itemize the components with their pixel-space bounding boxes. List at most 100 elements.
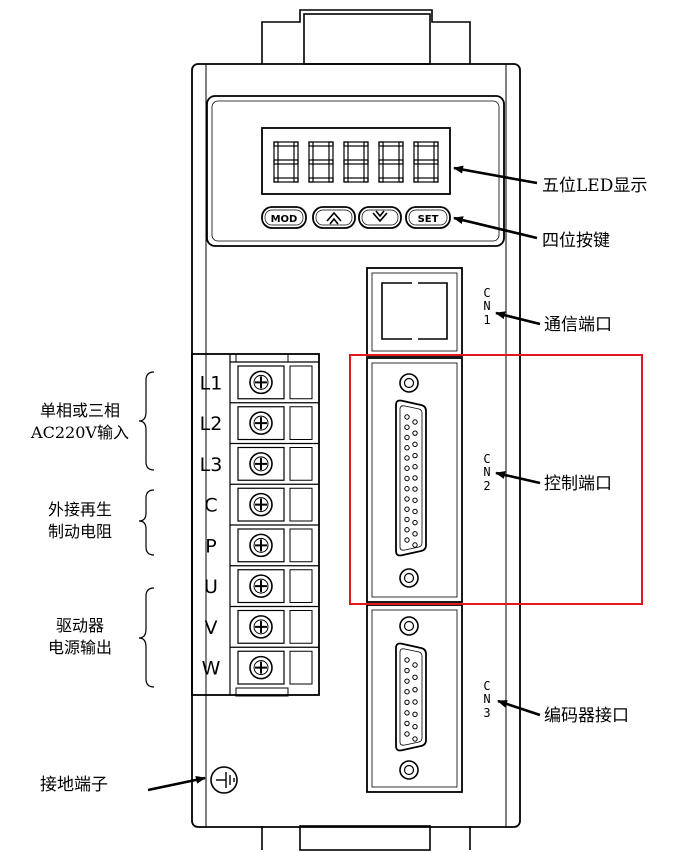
cn2-control-port[interactable] bbox=[366, 357, 463, 603]
terminal-label: L1 bbox=[200, 372, 223, 394]
terminal-label: L3 bbox=[200, 454, 223, 476]
connector-pin bbox=[404, 434, 410, 441]
comm-port-label: 通信端口 bbox=[544, 315, 612, 335]
up-key[interactable] bbox=[312, 206, 356, 229]
cn3-label: C N 3 bbox=[483, 679, 490, 720]
encoder-port-arrow bbox=[497, 699, 541, 717]
ground-terminal-label: 接地端子 bbox=[40, 775, 108, 795]
brake-group-label-line2: 制动电阻 bbox=[48, 522, 112, 541]
screw-icon bbox=[249, 655, 273, 680]
connector-pin bbox=[412, 519, 418, 526]
screw-icon bbox=[249, 574, 273, 598]
output-group-label-line2: 电源输出 bbox=[48, 638, 112, 657]
four-keys-arrow bbox=[453, 216, 538, 240]
terminal-l3[interactable]: L3 bbox=[200, 442, 319, 481]
cn1-comm-port[interactable] bbox=[366, 267, 463, 357]
svg-text:N: N bbox=[483, 692, 490, 706]
led-display-label: 五位LED显示 bbox=[542, 176, 647, 196]
terminal-c[interactable]: C bbox=[204, 483, 319, 522]
connector-pin bbox=[404, 720, 410, 727]
screw-icon bbox=[249, 411, 273, 435]
connector-pin bbox=[412, 736, 418, 742]
down-key[interactable] bbox=[358, 206, 402, 229]
connector-pin bbox=[412, 686, 418, 693]
terminal-l1[interactable]: L1 bbox=[200, 361, 319, 400]
connector-pin bbox=[404, 486, 410, 492]
led-digit bbox=[343, 141, 369, 183]
connector-pin bbox=[404, 731, 410, 737]
comm-port-arrow bbox=[495, 311, 541, 326]
set-key[interactable]: SET bbox=[405, 206, 451, 229]
screw-icon bbox=[249, 452, 273, 476]
led-digits bbox=[273, 141, 439, 183]
svg-text:C: C bbox=[483, 679, 490, 693]
control-port-label: 控制端口 bbox=[544, 474, 612, 494]
annotation-arrows bbox=[147, 165, 541, 792]
connector-pin bbox=[404, 455, 410, 461]
connector-pin bbox=[404, 445, 410, 451]
svg-text:2: 2 bbox=[483, 479, 490, 493]
connector-pin bbox=[412, 464, 418, 470]
terminal-w[interactable]: W bbox=[202, 646, 319, 685]
input-group-label-line1: 单相或三相 bbox=[40, 401, 120, 420]
terminal-u[interactable]: U bbox=[204, 565, 319, 604]
terminal-label: V bbox=[205, 617, 218, 639]
encoder-port-label: 编码器接口 bbox=[544, 706, 629, 726]
connector-pin bbox=[404, 414, 410, 420]
display-panel bbox=[206, 95, 505, 247]
mod-key-label: MOD bbox=[271, 214, 298, 225]
connector-pin bbox=[412, 430, 418, 436]
connector-pin bbox=[404, 667, 410, 674]
connector-pin bbox=[404, 537, 410, 543]
svg-text:N: N bbox=[483, 299, 490, 313]
connector-pin bbox=[412, 475, 418, 481]
keypad: MOD SET bbox=[261, 206, 451, 229]
brake-group-label-line1: 外接再生 bbox=[48, 500, 112, 519]
group-braces bbox=[138, 371, 155, 688]
cn2-pins bbox=[404, 414, 418, 548]
screw-icon bbox=[249, 533, 273, 558]
connector-pin bbox=[412, 699, 418, 705]
control-port-highlight-box bbox=[349, 354, 643, 605]
output-group-label-line1: 驱动器 bbox=[56, 616, 104, 635]
svg-text:3: 3 bbox=[483, 706, 490, 720]
cn1-label: C N 1 bbox=[483, 286, 490, 327]
svg-text:N: N bbox=[483, 465, 490, 479]
screw-icon bbox=[249, 615, 273, 639]
ground-terminal[interactable] bbox=[210, 766, 238, 794]
terminal-label: P bbox=[205, 535, 216, 557]
connector-pin bbox=[412, 711, 418, 718]
down-arrow-icon bbox=[372, 210, 388, 223]
connector-pin bbox=[404, 506, 410, 512]
mod-key[interactable]: MOD bbox=[261, 206, 307, 229]
led-digit bbox=[308, 141, 334, 183]
bottom-mounting-tab bbox=[261, 825, 471, 851]
ground-terminal-arrow bbox=[147, 775, 206, 792]
connector-pin bbox=[404, 527, 410, 533]
terminal-v[interactable]: V bbox=[205, 605, 320, 644]
connector-pin bbox=[404, 657, 410, 663]
connector-pin bbox=[404, 699, 410, 705]
cn3-encoder-port[interactable] bbox=[366, 604, 463, 793]
connector-pin bbox=[412, 542, 418, 548]
cn2-label: C N 2 bbox=[483, 452, 490, 493]
set-key-label: SET bbox=[418, 214, 439, 225]
connector-pin bbox=[412, 723, 418, 730]
led-display-window bbox=[261, 127, 451, 195]
led-digit bbox=[273, 141, 299, 183]
led-digit bbox=[378, 141, 404, 183]
terminal-l2[interactable]: L2 bbox=[200, 402, 319, 441]
svg-text:C: C bbox=[483, 286, 490, 300]
connector-pin bbox=[412, 662, 418, 668]
connector-pin bbox=[404, 424, 410, 430]
connector-pin bbox=[412, 497, 418, 503]
top-mounting-tab bbox=[261, 9, 471, 65]
terminal-label: C bbox=[204, 495, 217, 517]
terminal-p[interactable]: P bbox=[205, 524, 319, 563]
connector-pin bbox=[412, 674, 418, 681]
up-arrow-icon bbox=[326, 211, 342, 225]
led-display-arrow bbox=[453, 165, 538, 185]
